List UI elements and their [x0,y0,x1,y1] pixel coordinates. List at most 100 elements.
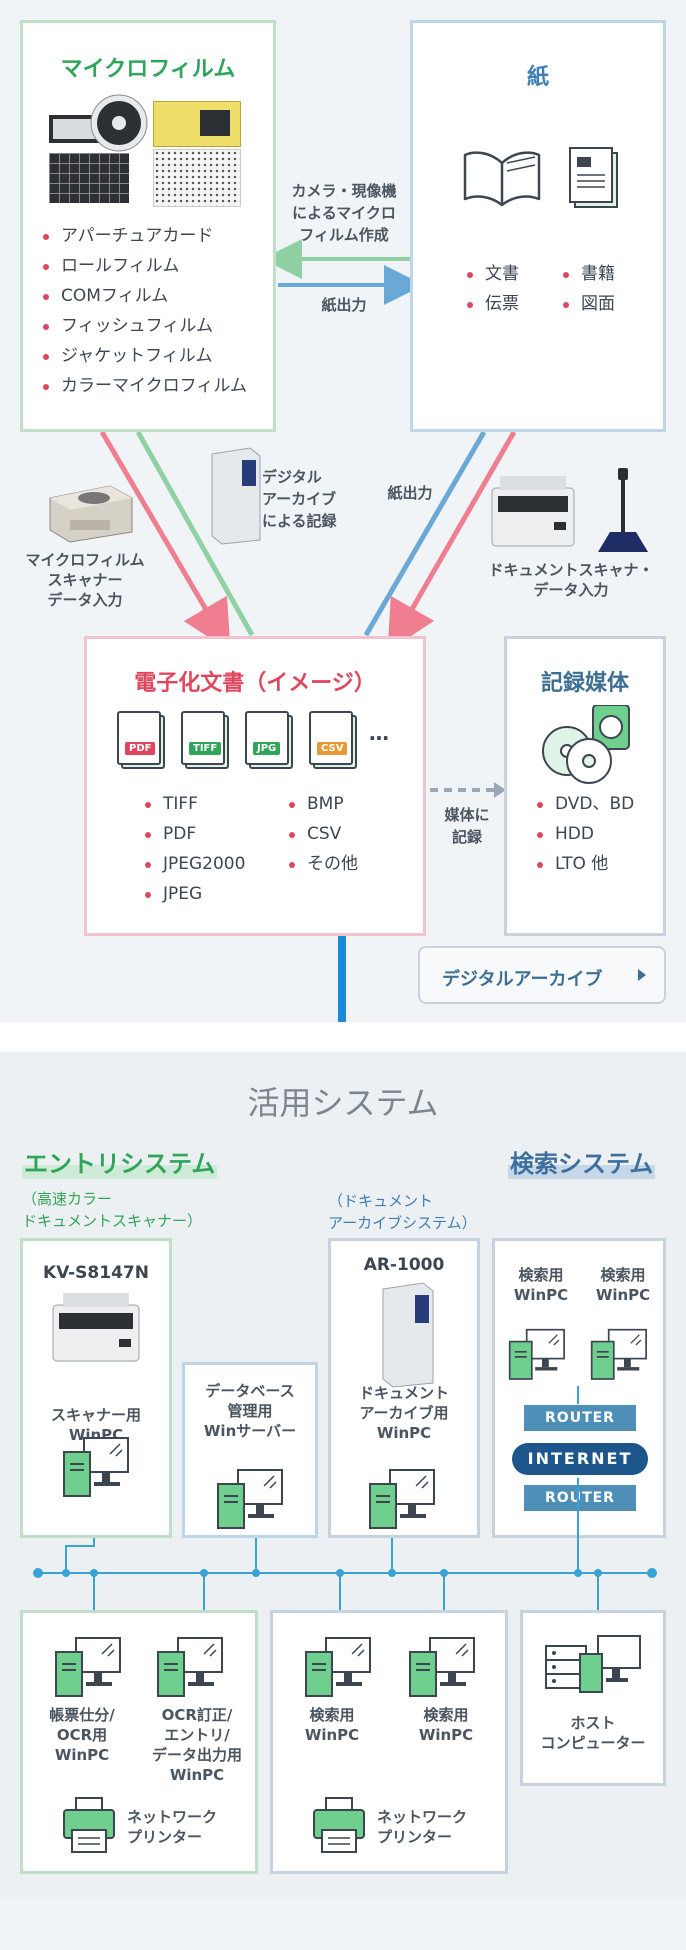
list-item: COMフィルム [43,281,247,311]
printer-1-label: ネットワーク プリンター [127,1808,218,1846]
disc-hdd-icon [542,705,630,784]
digital-archive-label: デジタル アーカイブ による記録 [262,468,337,530]
router-bottom: ROUTER [524,1485,636,1511]
paper-title: 紙 [526,65,549,90]
desktop-pc-icon [590,1328,647,1380]
microfilm-list: アパーチュアカード ロールフィルム COMフィルム フィッシュフィルム ジャケッ… [43,221,247,401]
host-computer-icon [545,1635,641,1693]
microfilm-box: マイクロフィルム アパーチュアカード ロールフィルム COMフィルム フィッシュ… [20,20,276,432]
list-item: ロールフィルム [43,251,247,281]
list-item: カラーマイクロフィルム [43,371,247,401]
internet-badge: INTERNET [512,1443,648,1475]
media-list: DVD、BD HDD LTO 他 [537,789,634,879]
search-pc-1-label: 検索用 WinPC [513,1266,569,1304]
list-item: TIFF [145,789,245,819]
edoc-list-left: TIFF PDF JPEG2000 JPEG [145,789,245,909]
digital-archive-button[interactable]: デジタルアーカイブ [418,946,666,1004]
list-item: LTO 他 [537,849,634,879]
network-printer-icon [63,1797,115,1853]
document-scanner-label: ドキュメントスキャナ・ データ入力 [488,561,654,599]
digital-archive-button-label: デジタルアーカイブ [442,969,603,990]
microfilm-title: マイクロフィルム [60,57,236,82]
list-item: CSV [289,819,358,849]
open-book-icon [463,151,541,207]
list-item: BMP [289,789,358,819]
microfilm-scanner-label: マイクロフィルム スキャナー データ入力 [25,551,145,609]
router-connector-top [577,1386,579,1404]
desktop-pc-icon [157,1637,223,1697]
system-heading: 活用システム [247,1084,439,1122]
scanner-pc-box: KV-S8147N スキャナー用 WinPC [20,1238,172,1538]
csv-file-icon: CSV [309,711,357,769]
printer-2-label: ネットワーク プリンター [377,1808,468,1846]
play-arrow-icon [638,969,646,981]
paper-list-right: 書籍 図面 [563,259,615,319]
search-system-title: 検索システム [508,1144,656,1179]
com-film-icon [49,153,129,203]
router-top: ROUTER [524,1405,636,1431]
list-item: フィッシュフィルム [43,311,247,341]
archive-subtitle: （ドキュメント アーカイブシステム） [328,1192,477,1232]
edoc-title: 電子化文書（イメージ） [134,671,376,696]
ar-archive-device-icon [382,1282,434,1388]
list-item: 図面 [563,289,615,319]
ocr-pc-label: OCR訂正/ エントリ/ データ出力用 WinPC [151,1706,242,1784]
desktop-pc-icon [508,1328,565,1380]
search-pc-3-label: 検索用 WinPC [304,1706,360,1744]
kv-model: KV-S8147N [43,1263,149,1283]
print-label-mid: 紙出力 [387,484,433,502]
media-title: 記録媒体 [540,671,629,696]
document-icon [569,147,618,208]
list-item: 文書 [467,259,519,289]
archive-device-icon [211,447,261,545]
document-scanner-icon [491,476,575,547]
media-box: 記録媒体 DVD、BD HDD LTO 他 [504,636,666,936]
desktop-pc-icon [217,1469,283,1529]
pdf-file-icon: PDF [117,711,165,769]
list-item: ジャケットフィルム [43,341,247,371]
kv-scanner-icon [52,1293,140,1362]
search-pc-2-label: 検索用 WinPC [595,1266,651,1304]
aperture-card-icon [153,101,241,147]
host-label: ホスト コンピューター [540,1714,646,1752]
search-pc-4-label: 検索用 WinPC [418,1706,474,1744]
ar-model: AR-1000 [363,1255,445,1275]
desktop-pc-icon [369,1469,435,1529]
list-item: JPEG2000 [145,849,245,879]
desktop-pc-icon [305,1637,371,1697]
search-network-box: 検索用 WinPC 検索用 WinPC ROUTER INTERNET ROUT… [492,1238,666,1538]
tiff-file-icon: TIFF [181,711,229,769]
jpg-file-icon: JPG [245,711,293,769]
flow-arrows [99,239,517,1052]
edoc-box: 電子化文書（イメージ） PDF TIFF JPG CSV … TIFF PDF … [84,636,426,936]
form-pc-label: 帳票仕分/ OCR用 WinPC [49,1706,115,1764]
list-item: 書籍 [563,259,615,289]
entry-system-title: エントリシステム [22,1144,218,1179]
edoc-list-right: BMP CSV その他 [289,789,358,879]
microfilm-scanner-icon [49,485,133,543]
top-section-divider [0,1022,686,1052]
desktop-pc-icon [409,1637,475,1697]
paper-list-left: 文書 伝票 [467,259,519,319]
desktop-pc-icon [55,1637,121,1697]
camera-label: カメラ・現像機 によるマイクロ フィルム作成 [291,182,397,244]
list-item: DVD、BD [537,789,634,819]
more-ellipsis: … [369,721,389,745]
archive-pc-label: ドキュメント アーカイブ用 WinPC [358,1384,449,1442]
list-item: 伝票 [467,289,519,319]
host-box: ホスト コンピューター [520,1610,666,1786]
entry-subtitle: （高速カラー ドキュメントスキャナー） [22,1190,203,1230]
overhead-scanner-icon [598,468,648,552]
db-server-label: データベース 管理用 Winサーバー [203,1382,297,1440]
list-item: HDD [537,819,634,849]
list-item: PDF [145,819,245,849]
print-label-top: 紙出力 [321,296,367,314]
fiche-icon [153,149,241,207]
list-item: JPEG [145,879,245,909]
db-server-box: データベース 管理用 Winサーバー [182,1362,318,1538]
paper-box: 紙 文書 伝票 書籍 図面 [410,20,666,432]
network-printer-icon [313,1797,365,1853]
film-reel-icon [49,94,148,152]
list-item: その他 [289,849,358,879]
router-connector [577,1478,579,1568]
